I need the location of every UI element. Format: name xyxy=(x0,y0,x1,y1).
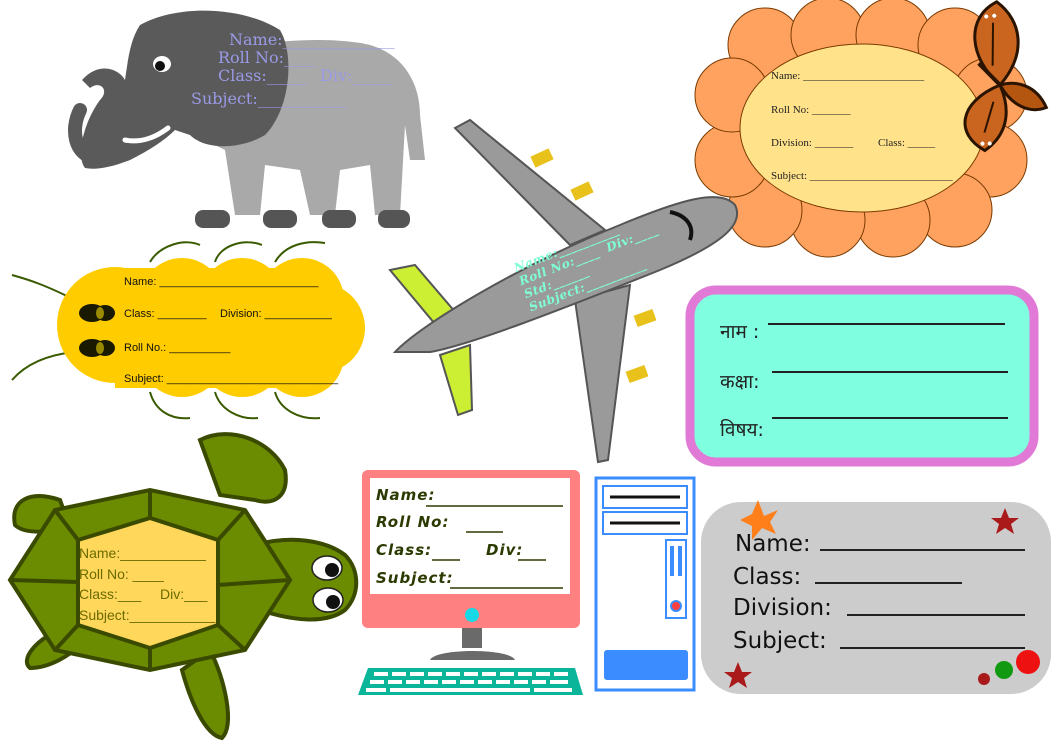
flower-roll-field: Roll No: _______ xyxy=(771,104,851,116)
caterpillar-roll-field: Roll No.: __________ xyxy=(124,342,231,354)
elephant-class-field: Class:_____ xyxy=(218,66,307,85)
caterpillar-class-field: Class: ________ xyxy=(124,308,207,320)
flower-tag-shape xyxy=(694,0,1049,258)
computer-subject-label: Subject: xyxy=(376,569,454,587)
grey-tag-shape xyxy=(701,500,1051,694)
computer-name-label: Name: xyxy=(376,486,436,504)
butterfly-icon xyxy=(963,0,1049,153)
flower-name-field: Name: ______________________ xyxy=(771,70,925,82)
elephant-tag-shape xyxy=(68,10,425,228)
elephant-roll-field: Roll No:____ xyxy=(218,48,317,67)
turtle-tag-shape xyxy=(7,432,359,741)
caterpillar-tag-shape xyxy=(11,241,365,420)
turtle-div-field: Div:___ xyxy=(160,586,208,602)
caterpillar-name-field: Name: __________________________ xyxy=(124,276,319,288)
elephant-div-field: Div:_____ xyxy=(320,66,393,85)
computer-roll-label: Roll No: xyxy=(376,513,450,531)
caterpillar-division-field: Division: ___________ xyxy=(220,308,332,320)
hindi-name-label: नाम : xyxy=(720,321,760,343)
grey-name-label: Name: xyxy=(735,531,811,557)
grey-division-label: Division: xyxy=(733,595,832,621)
computer-class-label: Class: xyxy=(376,541,433,559)
flower-class-field: Class: _____ xyxy=(878,137,936,149)
flower-division-field: Division: _______ xyxy=(771,137,854,149)
hindi-class-label: कक्षा: xyxy=(720,371,760,393)
turtle-class-field: Class:___ xyxy=(79,586,142,602)
turtle-name-field: Name:___________ xyxy=(79,545,206,561)
hindi-tag-shape xyxy=(685,285,1039,467)
computer-div-label: Div: xyxy=(486,541,524,559)
elephant-name-field: Name:______________ xyxy=(229,30,395,49)
hindi-subject-label: विषय: xyxy=(720,419,764,441)
computer-tag-shape xyxy=(358,470,696,695)
caterpillar-subject-field: Subject: ____________________________ xyxy=(124,373,339,385)
elephant-subject-field: Subject:___________ xyxy=(191,89,346,108)
grey-class-label: Class: xyxy=(733,564,802,590)
airplane-tag-shape xyxy=(388,118,738,464)
turtle-subject-field: Subject:___________ xyxy=(79,607,216,623)
grey-subject-label: Subject: xyxy=(733,628,827,654)
flower-subject-field: Subject: __________________________ xyxy=(771,170,953,182)
turtle-roll-field: Roll No: ____ xyxy=(79,566,164,582)
